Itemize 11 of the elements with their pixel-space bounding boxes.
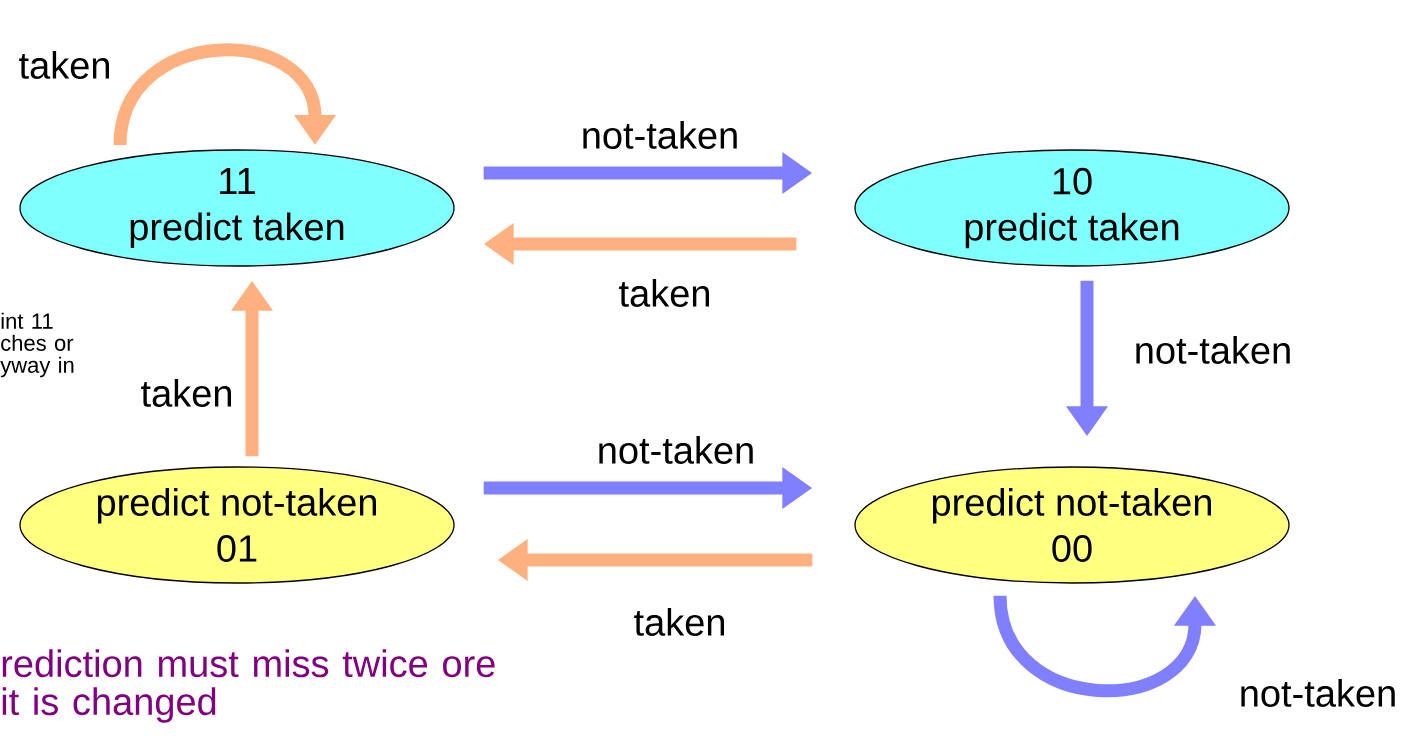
edge-label: taken	[17, 50, 113, 80]
block-arrow	[113, 43, 337, 146]
edge-label: taken	[139, 378, 235, 408]
edge-label: not-taken	[1237, 678, 1399, 708]
edge-label: taken	[617, 278, 713, 308]
edge-label: taken	[632, 607, 728, 637]
note-text: rediction must miss twice ore it is changed	[2, 649, 495, 723]
edge-label: not-taken	[579, 120, 741, 150]
edge-label: not-taken	[1132, 335, 1294, 365]
edge-label: not-taken	[595, 435, 757, 465]
note-text: int 11 ches or yway in	[0, 312, 74, 378]
